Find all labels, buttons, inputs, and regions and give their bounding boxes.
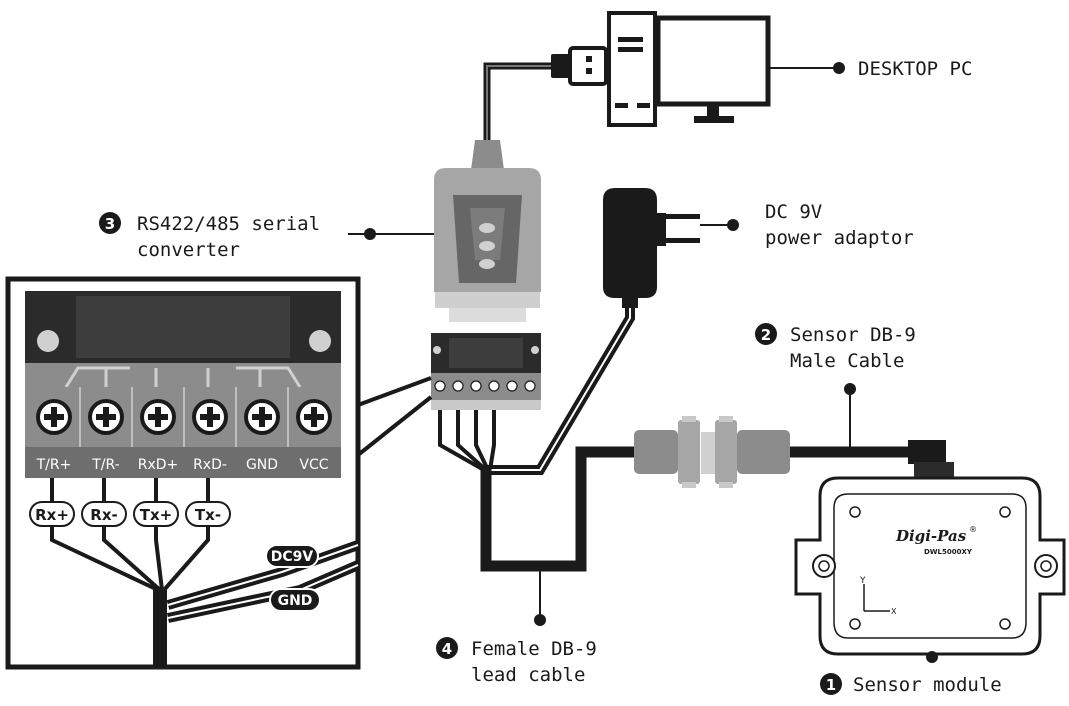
terminal-screw bbox=[88, 399, 124, 435]
power-adaptor bbox=[603, 188, 739, 308]
female-cable-label-line1: Female DB-9 bbox=[471, 638, 597, 660]
power-cable bbox=[484, 308, 635, 475]
zoom-line-bottom bbox=[356, 395, 433, 457]
wire-tag-label: Tx+ bbox=[140, 506, 172, 524]
wire-tag-label: Rx- bbox=[90, 506, 117, 524]
sensor-axis-y: Y bbox=[859, 576, 866, 586]
male-cable-number-badge bbox=[755, 323, 777, 345]
terminal-label: GND bbox=[246, 457, 278, 473]
wire-tag: Rx+ bbox=[29, 478, 75, 527]
usb-cable bbox=[483, 46, 608, 150]
converter-label-line2: converter bbox=[137, 239, 240, 261]
sensor-male-cable bbox=[790, 383, 954, 486]
sensor-module bbox=[794, 476, 1066, 663]
sensor-model: DWL5000XY bbox=[924, 548, 973, 556]
desktop-pc bbox=[607, 11, 845, 127]
serial-converter bbox=[348, 140, 541, 322]
converter-number-badge bbox=[99, 212, 121, 234]
male-cable-label-line2: Male Cable bbox=[790, 350, 904, 372]
converter-number: 3 bbox=[105, 215, 115, 233]
sensor-label: Sensor module bbox=[853, 674, 1002, 696]
db9-connector-pair bbox=[634, 416, 790, 488]
adaptor-label-line1: DC 9V bbox=[765, 201, 822, 223]
wire-tag-label: Tx- bbox=[195, 506, 221, 524]
female-lead-cable bbox=[480, 446, 634, 626]
female-cable-number-badge bbox=[436, 637, 458, 659]
terminal-label: RxD- bbox=[193, 457, 227, 473]
sensor-axis-x: X bbox=[891, 607, 897, 616]
adaptor-label-line2: power adaptor bbox=[765, 227, 914, 249]
female-cable-label-line2: lead cable bbox=[471, 664, 585, 686]
converter-label-line1: RS422/485 serial bbox=[137, 213, 320, 235]
terminal-label: T/R+ bbox=[36, 457, 72, 473]
sensor-brand: Digi-Pas bbox=[895, 527, 967, 545]
terminal-label: VCC bbox=[299, 457, 328, 473]
wire-tags: Rx+ Rx- Tx+ Tx- bbox=[29, 478, 231, 527]
male-cable-number: 2 bbox=[761, 326, 771, 344]
terminal-screws bbox=[36, 399, 332, 435]
power-tag-gnd: GND bbox=[269, 588, 321, 612]
sensor-number: 1 bbox=[826, 676, 836, 694]
terminal-screw bbox=[296, 399, 332, 435]
terminal-label: RxD+ bbox=[138, 457, 179, 473]
desktop-pc-label: DESKTOP PC bbox=[858, 58, 972, 80]
terminal-screw bbox=[192, 399, 228, 435]
sensor-number-badge bbox=[820, 673, 842, 695]
zoom-line-top bbox=[357, 376, 432, 407]
male-cable-label-line1: Sensor DB-9 bbox=[790, 324, 916, 346]
terminal-screw bbox=[140, 399, 176, 435]
terminal-block-small bbox=[431, 333, 541, 410]
power-tag-gnd-label: GND bbox=[278, 593, 313, 609]
sensor-registered-mark: ® bbox=[969, 525, 977, 534]
converter-wires bbox=[438, 410, 496, 472]
zoom-signal-wires bbox=[50, 526, 210, 667]
terminal-screw bbox=[244, 399, 280, 435]
terminal-labels: T/R+ T/R- RxD+ RxD- GND VCC bbox=[36, 457, 329, 473]
power-tag-dc-label: DC9V bbox=[271, 549, 314, 565]
wire-tag: Tx- bbox=[185, 478, 231, 527]
wire-tag-label: Rx+ bbox=[35, 506, 69, 524]
wire-tag: Tx+ bbox=[133, 478, 179, 527]
terminal-screw bbox=[36, 399, 72, 435]
terminal-label: T/R- bbox=[91, 457, 119, 473]
wire-tag: Rx- bbox=[81, 478, 127, 527]
power-tag-dc: DC9V bbox=[265, 544, 319, 568]
female-cable-number: 4 bbox=[442, 640, 452, 658]
